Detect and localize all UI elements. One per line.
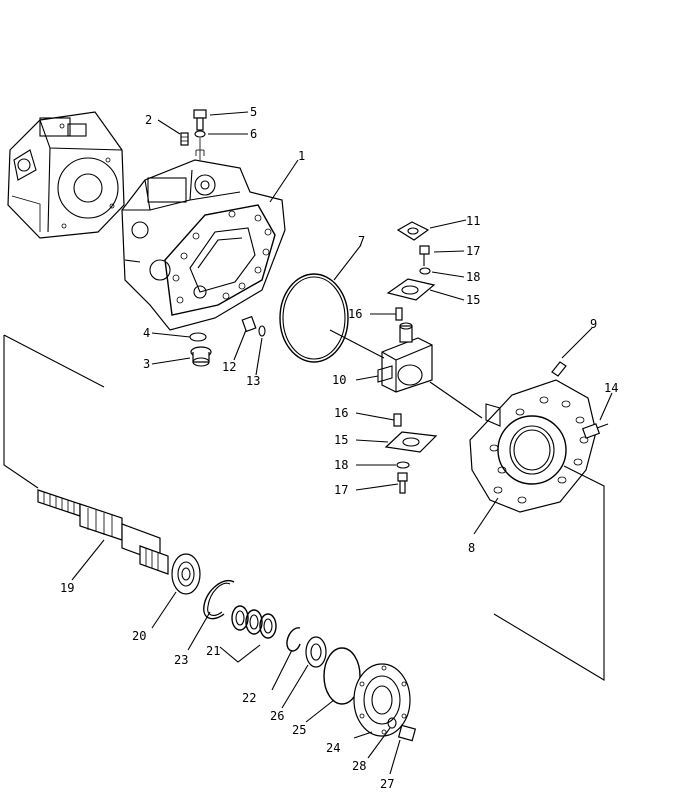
part-label-4: 4 xyxy=(143,326,150,340)
part-label-12: 12 xyxy=(222,360,236,374)
part-label-28: 28 xyxy=(352,759,366,773)
part-label-13: 13 xyxy=(246,374,260,388)
leader-lines xyxy=(71,111,613,775)
part-label-11: 11 xyxy=(466,214,480,228)
part-label-15-top: 15 xyxy=(466,293,480,307)
part-label-24: 24 xyxy=(326,741,340,755)
pump-housing xyxy=(121,159,286,331)
shaft-bearings-rings xyxy=(171,553,417,742)
part-label-9: 9 xyxy=(590,317,597,331)
part-label-3: 3 xyxy=(143,357,150,371)
part-label-15-bottom: 15 xyxy=(334,433,348,447)
part-label-18-top: 18 xyxy=(466,270,480,284)
part-label-17-top: 17 xyxy=(466,244,480,258)
part-label-1: 1 xyxy=(298,149,305,163)
part-label-6: 6 xyxy=(250,127,257,141)
part-label-27: 27 xyxy=(380,777,394,791)
part-label-19: 19 xyxy=(60,581,74,595)
large-o-ring xyxy=(279,273,349,363)
assembly-guide-lines xyxy=(3,329,605,681)
part-label-10: 10 xyxy=(332,373,346,387)
part-label-22: 22 xyxy=(242,691,256,705)
housing-small-parts xyxy=(180,109,266,367)
part-label-8: 8 xyxy=(468,541,475,555)
part-label-5: 5 xyxy=(250,105,257,119)
part-label-17-bottom: 17 xyxy=(334,483,348,497)
part-label-16-bottom: 16 xyxy=(334,406,348,420)
rocker-cam-assembly xyxy=(377,221,438,494)
part-label-20: 20 xyxy=(132,629,146,643)
end-plate xyxy=(469,361,609,513)
drive-shaft xyxy=(37,489,169,575)
part-label-14: 14 xyxy=(604,381,618,395)
part-label-16-top: 16 xyxy=(348,307,362,321)
part-label-25: 25 xyxy=(292,723,306,737)
part-label-26: 26 xyxy=(270,709,284,723)
part-label-23: 23 xyxy=(174,653,188,667)
part-label-18-bottom: 18 xyxy=(334,458,348,472)
part-label-21: 21 xyxy=(206,644,220,658)
pump-assembly-reference xyxy=(7,111,125,239)
part-label-7: 7 xyxy=(358,234,365,248)
part-number-labels: 1 2 5 6 4 3 12 13 7 11 17 18 15 16 10 16… xyxy=(60,105,618,791)
part-label-2: 2 xyxy=(145,113,152,127)
